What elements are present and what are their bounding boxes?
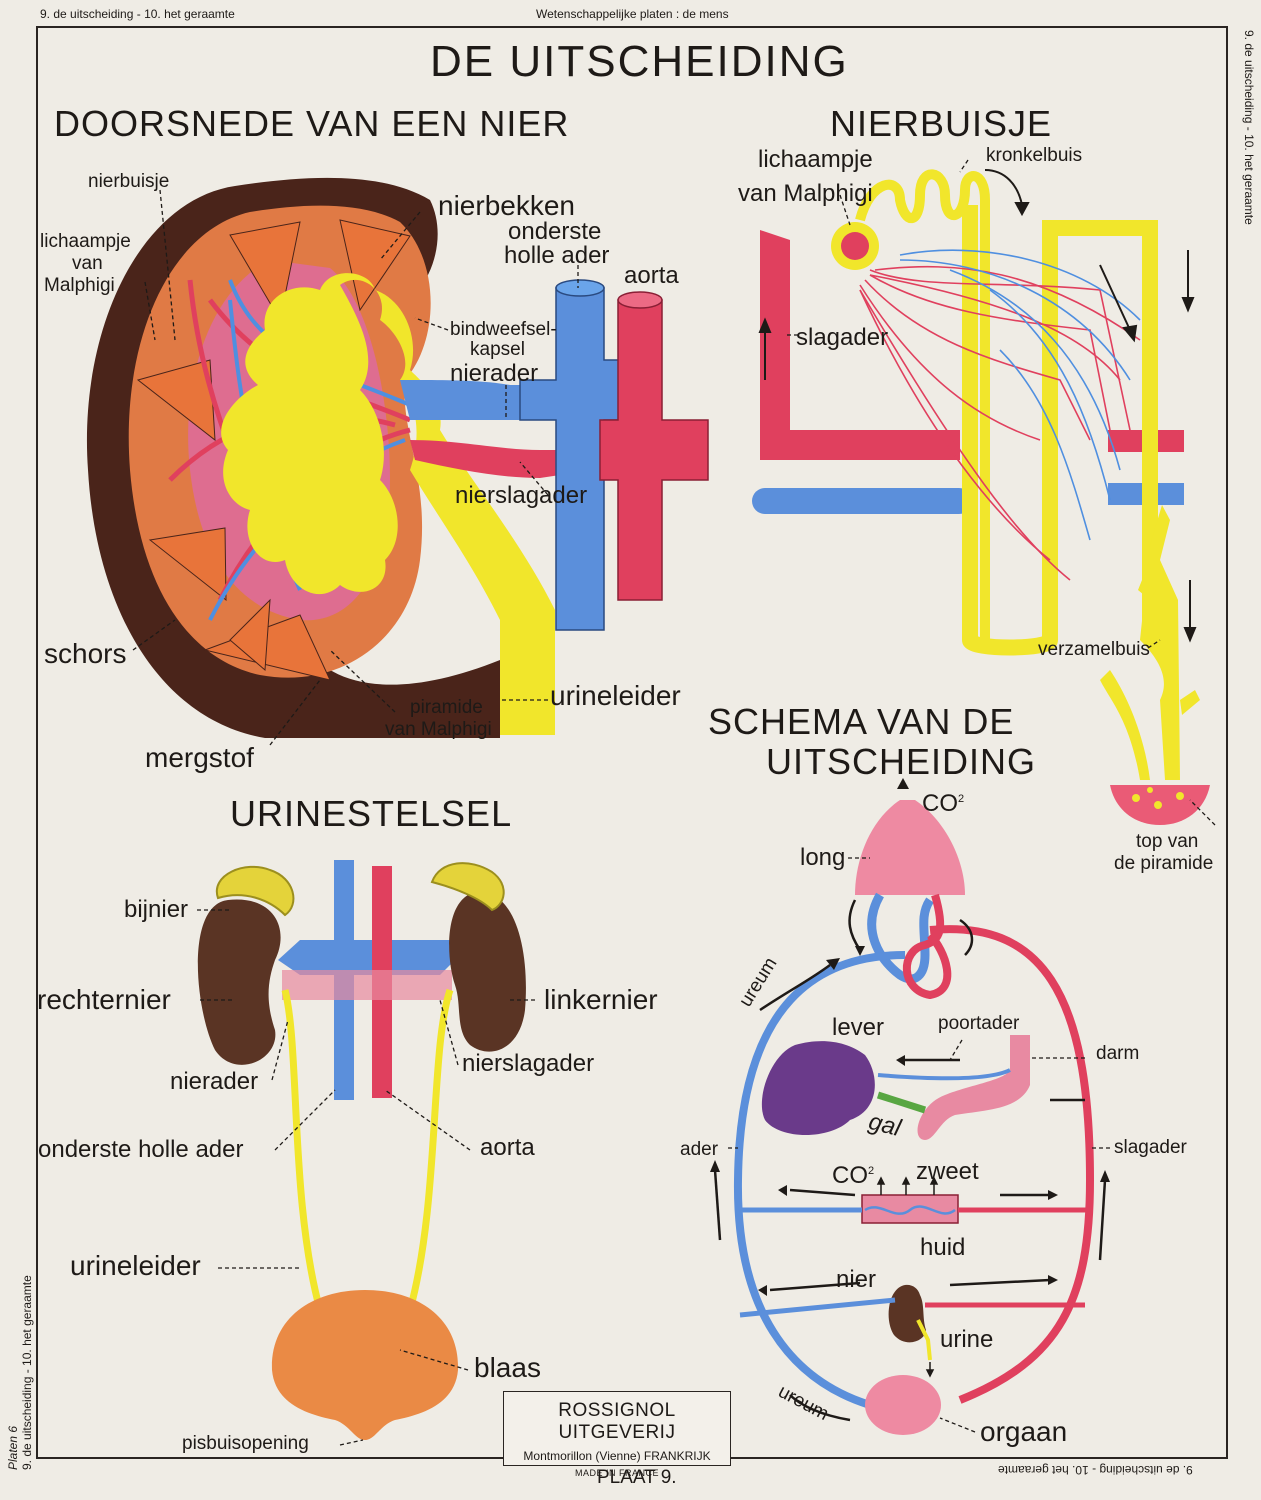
label-aorta-urinary: aorta bbox=[480, 1134, 535, 1161]
label-co2-mid: CO2 bbox=[832, 1162, 875, 1189]
label-verzamelbuis: verzamelbuis bbox=[1038, 639, 1150, 660]
label-nierbuisje: nierbuisje bbox=[88, 171, 170, 192]
label-piramide: piramide bbox=[410, 697, 483, 718]
label-long: long bbox=[800, 844, 846, 871]
label-bindweefsel: bindweefsel- bbox=[450, 319, 557, 340]
label-linkernier: linkernier bbox=[544, 984, 658, 1015]
scheme-heading-line1: SCHEMA VAN DE bbox=[708, 701, 1015, 742]
label-ader: ader bbox=[680, 1139, 719, 1160]
label-nierslagader-urinary: nierslagader bbox=[462, 1050, 595, 1077]
label-darm: darm bbox=[1096, 1043, 1140, 1064]
label-urine: urine bbox=[940, 1326, 994, 1353]
excretion-scheme bbox=[710, 778, 1110, 1435]
label-onderste-holle-ader: onderste holle ader bbox=[38, 1136, 244, 1163]
label-poortader: poortader bbox=[938, 1013, 1020, 1034]
label-lichaampje: lichaampje bbox=[40, 231, 131, 252]
publisher-box: ROSSIGNOL UITGEVERIJ Montmorillon (Vienn… bbox=[503, 1391, 731, 1478]
label-aorta-kidney: aorta bbox=[624, 262, 679, 289]
kidney-cross-section bbox=[86, 177, 709, 739]
page-title: DE UITSCHEIDING bbox=[430, 37, 849, 86]
label-mergstof: mergstof bbox=[145, 742, 254, 773]
label-urineleider-urinary: urineleider bbox=[70, 1250, 201, 1281]
label-malphigi: Malphigi bbox=[44, 275, 115, 296]
label-slagader-nephron: slagader bbox=[796, 324, 889, 351]
label-nierslagader: nierslagader bbox=[455, 482, 588, 509]
urinary-system bbox=[197, 860, 526, 1440]
label-van-malphigi: van Malphigi bbox=[385, 719, 492, 740]
scheme-heading-line2: UITSCHEIDING bbox=[766, 741, 1037, 782]
label-schors: schors bbox=[44, 638, 127, 669]
label-blaas: blaas bbox=[474, 1352, 541, 1383]
label-kronkelbuis: kronkelbuis bbox=[986, 145, 1083, 166]
publisher-place: Montmorillon (Vienne) FRANKRIJK bbox=[523, 1449, 711, 1463]
label-de-piramide: de piramide bbox=[1114, 853, 1214, 874]
label-slagader-scheme: slagader bbox=[1114, 1137, 1187, 1158]
label-lever: lever bbox=[832, 1014, 885, 1041]
nephron-diagram bbox=[752, 169, 1210, 825]
label-zweet: zweet bbox=[916, 1158, 979, 1185]
plate-number: PLAAT 9. bbox=[597, 1467, 677, 1488]
label-nier-scheme: nier bbox=[836, 1266, 877, 1293]
label-rechternier: rechternier bbox=[37, 984, 171, 1015]
label-nierader: nierader bbox=[450, 360, 539, 387]
label-huid: huid bbox=[920, 1234, 966, 1261]
publisher-name: ROSSIGNOL UITGEVERIJ bbox=[558, 1400, 676, 1443]
publisher-made: MADE IN FRANCE bbox=[574, 1468, 659, 1478]
label-co2-top: CO2 bbox=[922, 790, 965, 817]
label-urineleider-kidney: urineleider bbox=[550, 680, 681, 711]
nephron-heading: NIERBUISJE bbox=[830, 103, 1053, 144]
label-van-malphigi-nephron: van Malphigi bbox=[738, 180, 873, 207]
label-orgaan: orgaan bbox=[980, 1416, 1068, 1447]
label-lichaampje-nephron: lichaampje bbox=[758, 146, 873, 173]
label-onderste: onderste bbox=[508, 218, 602, 245]
label-van: van bbox=[72, 253, 103, 274]
label-pisbuisopening: pisbuisopening bbox=[182, 1433, 309, 1454]
label-holle-ader: holle ader bbox=[504, 242, 610, 269]
label-nierbekken: nierbekken bbox=[438, 190, 575, 221]
label-top-van: top van bbox=[1136, 831, 1199, 852]
urinary-heading: URINESTELSEL bbox=[230, 793, 513, 834]
label-bijnier: bijnier bbox=[124, 896, 189, 923]
kidney-heading: DOORSNEDE VAN EEN NIER bbox=[54, 103, 570, 144]
label-nierader-urinary: nierader bbox=[170, 1068, 259, 1095]
header-top-left: 9. de uitscheiding - 10. het geraamte bbox=[40, 7, 235, 21]
header-top-center: Wetenschappelijke platen : de mens bbox=[536, 7, 729, 21]
label-kapsel: kapsel bbox=[470, 339, 525, 360]
